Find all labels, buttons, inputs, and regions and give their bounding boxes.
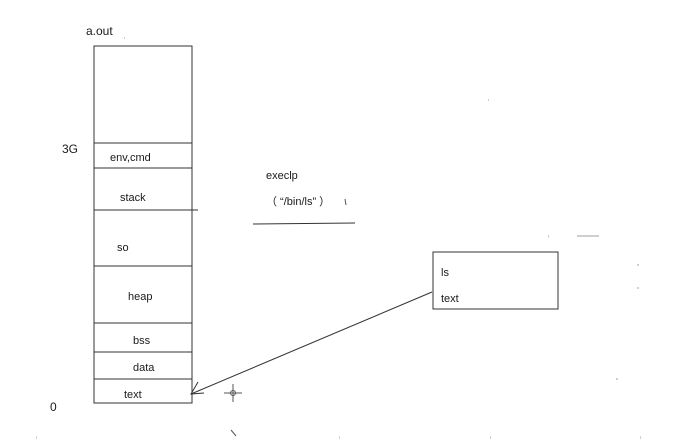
stray-speck bbox=[640, 436, 641, 439]
segment-env-cmd: env,cmd bbox=[110, 152, 151, 164]
stray-speck bbox=[36, 436, 37, 439]
call-underline bbox=[252, 222, 356, 225]
address-low-label: 0 bbox=[50, 400, 57, 414]
stray-mark bbox=[344, 198, 347, 206]
address-high-label: 3G bbox=[62, 142, 78, 156]
stray-speck bbox=[616, 378, 618, 380]
load-arrowhead bbox=[190, 381, 205, 395]
segment-bss: bss bbox=[133, 335, 151, 347]
stray-speck bbox=[637, 264, 639, 266]
stray-speck bbox=[548, 235, 549, 238]
call-args: （ “/bin/ls” ） bbox=[266, 195, 330, 208]
stray-speck bbox=[339, 436, 340, 439]
segment-heap: heap bbox=[128, 291, 152, 303]
stray-speck bbox=[124, 37, 125, 39]
stray-speck bbox=[488, 99, 489, 101]
segment-text: text bbox=[124, 389, 142, 401]
segment-so: so bbox=[117, 242, 129, 254]
target-program-name: ls bbox=[441, 267, 449, 279]
stray-speck bbox=[577, 235, 599, 237]
memory-column bbox=[93, 45, 193, 404]
call-name: execlp bbox=[266, 170, 298, 182]
segment-data: data bbox=[133, 362, 155, 374]
target-program-box bbox=[432, 251, 559, 310]
diagram-title: a.out bbox=[86, 24, 113, 38]
target-program-segment: text bbox=[441, 293, 459, 305]
stray-mark bbox=[230, 429, 237, 437]
segment-stack: stack bbox=[120, 192, 146, 204]
stray-speck bbox=[637, 287, 639, 289]
crosshair-cursor-icon bbox=[224, 384, 242, 402]
load-arrow-line bbox=[190, 291, 433, 395]
stray-speck bbox=[490, 436, 491, 439]
